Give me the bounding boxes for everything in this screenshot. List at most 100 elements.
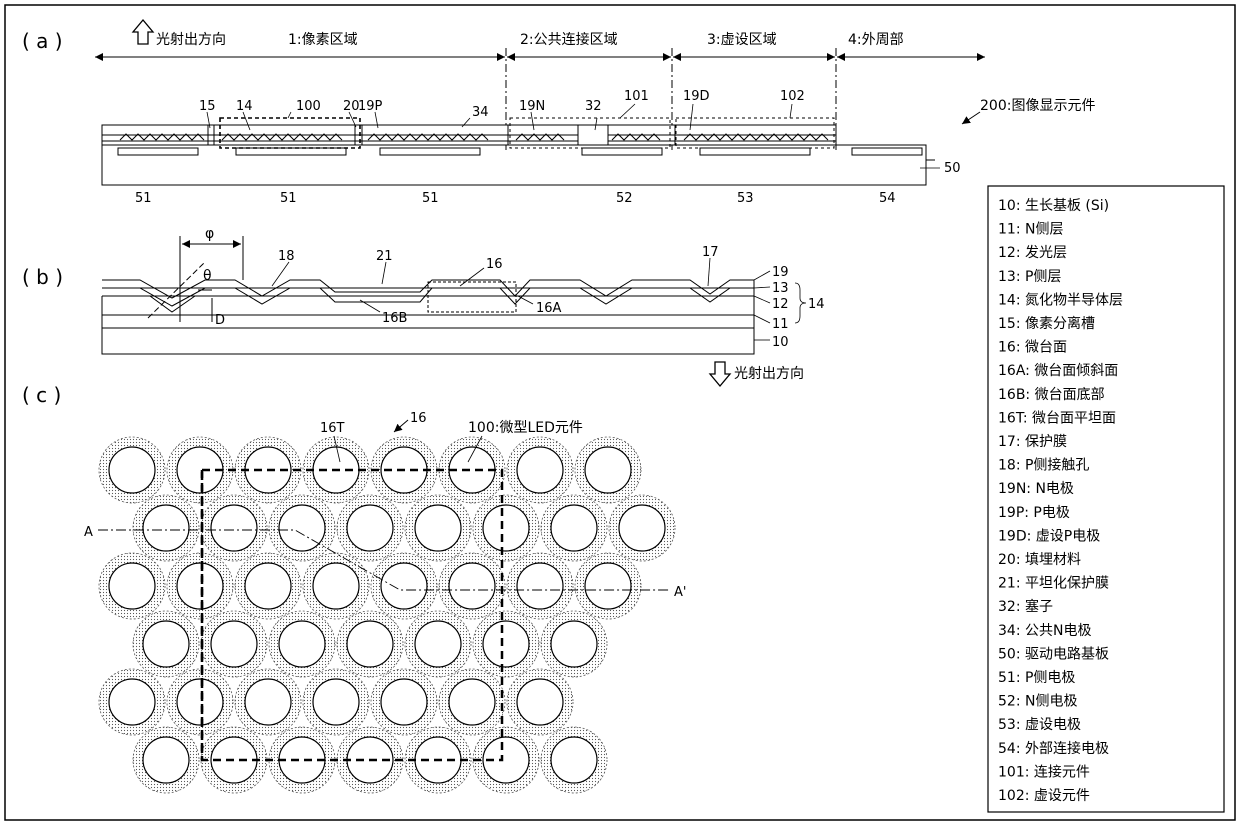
cross-section-b [102,280,754,354]
legend-item: 102: 虚设元件 [998,788,1090,804]
label-54: 54 [879,191,896,206]
micro-mesa-top [109,563,155,609]
micro-mesa-top [517,563,563,609]
micro-mesa-top [347,621,393,667]
legend-item: 14: 氮化物半导体层 [998,292,1123,308]
legend-item: 20: 填埋材料 [998,552,1081,568]
device-arrow [962,112,980,124]
legend-item: 101: 连接元件 [998,763,1090,780]
label-51-c: 51 [422,191,439,206]
micro-mesa-top [585,563,631,609]
label-19P: 19P [358,99,383,114]
legend-item: 53: 虚设电极 [998,717,1081,733]
legend-item: 19P: P电极 [998,505,1070,521]
light-direction-label-a: 光射出方向 [156,32,226,48]
legend-item: 16T: 微台面平坦面 [998,410,1116,426]
legend-item: 15: 像素分离槽 [998,315,1095,332]
label-17: 17 [702,245,719,260]
legend-item: 16: 微台面 [998,340,1067,356]
label-A: A [84,525,93,540]
label-100-c: 100:微型LED元件 [468,420,583,436]
label-A-prime: A' [674,585,686,600]
legend-item: 12: 发光层 [998,245,1067,261]
zone-pixel: 1:像素区域 [288,32,358,48]
legend-item: 32: 塞子 [998,598,1053,615]
micro-mesa-top [551,621,597,667]
label-51-a: 51 [135,191,152,206]
legend-item: 19D: 虚设P电极 [998,528,1100,544]
micro-mesa-top [415,505,461,551]
micro-mesa-array [99,437,675,793]
legend-item: 10: 生长基板 (Si) [998,197,1109,214]
legend-item: 54: 外部连接电极 [998,740,1109,757]
label-53: 53 [737,191,754,206]
label-13: 13 [772,281,789,296]
label-18: 18 [278,249,295,264]
label-16T: 16T [320,421,345,436]
label-100: 100 [296,99,321,114]
panel-label-c: ( c ) [22,383,61,407]
label-12: 12 [772,297,789,312]
micro-mesa-top [449,679,495,725]
label-19N: 19N [519,99,545,114]
micro-mesa-top [143,737,189,783]
micro-mesa-top [381,563,427,609]
legend-item: 50: 驱动电路基板 [998,645,1109,662]
label-15: 15 [199,99,216,114]
micro-mesa-top [143,621,189,667]
label-D: D [215,313,225,328]
micro-mesa-top [143,505,189,551]
label-19-b: 19 [772,265,789,280]
zone-periphery: 4:外周部 [848,32,904,48]
label-10: 10 [772,335,789,350]
label-19D: 19D [683,89,710,104]
label-52: 52 [616,191,633,206]
micro-mesa-top [415,621,461,667]
micro-mesa-top [517,679,563,725]
micro-mesa-top [347,505,393,551]
panel-label-a: ( a ) [22,29,63,53]
light-down-arrow-icon [710,362,730,386]
micro-mesa-top [449,563,495,609]
label-16B: 16B [382,311,407,326]
label-102: 102 [780,89,805,104]
label-14-group: 14 [808,297,825,312]
micro-mesa-top [517,447,563,493]
micro-mesa-top [585,447,631,493]
legend-item: 34: 公共N电极 [998,623,1091,639]
label-16-arrow [394,420,408,432]
panel-label-b: ( b ) [22,265,63,289]
micro-mesa-top [177,563,223,609]
label-101: 101 [624,89,649,104]
legend-item: 21: 平坦化保护膜 [998,576,1109,592]
micro-mesa-top [551,505,597,551]
micro-mesa-top [245,679,291,725]
label-21: 21 [376,249,393,264]
light-up-arrow-icon [133,20,153,44]
micro-mesa-top [177,679,223,725]
label-14: 14 [236,99,253,114]
device-label: 200:图像显示元件 [980,98,1095,114]
label-11: 11 [772,317,789,332]
legend-item: 51: P侧电极 [998,670,1075,686]
micro-mesa-top [313,563,359,609]
label-16A: 16A [536,301,562,316]
micro-mesa-top [551,737,597,783]
legend-item: 16B: 微台面底部 [998,387,1105,403]
micro-mesa-top [483,505,529,551]
zone-common-connection: 2:公共连接区域 [520,31,618,48]
phi-dimension [148,236,243,322]
label-32: 32 [585,99,602,114]
legend-item: 13: P侧层 [998,269,1061,285]
micro-mesa-top [211,621,257,667]
micro-mesa-top [279,621,325,667]
legend-item: 52: N侧电极 [998,694,1077,710]
cross-section-a [102,125,935,185]
micro-mesa-top [619,505,665,551]
micro-mesa-top [211,505,257,551]
label-16-b: 16 [486,257,503,272]
legend-item: 18: P侧接触孔 [998,457,1089,474]
light-direction-label-b: 光射出方向 [734,366,804,382]
zone-dummy: 3:虚设区域 [707,32,777,48]
